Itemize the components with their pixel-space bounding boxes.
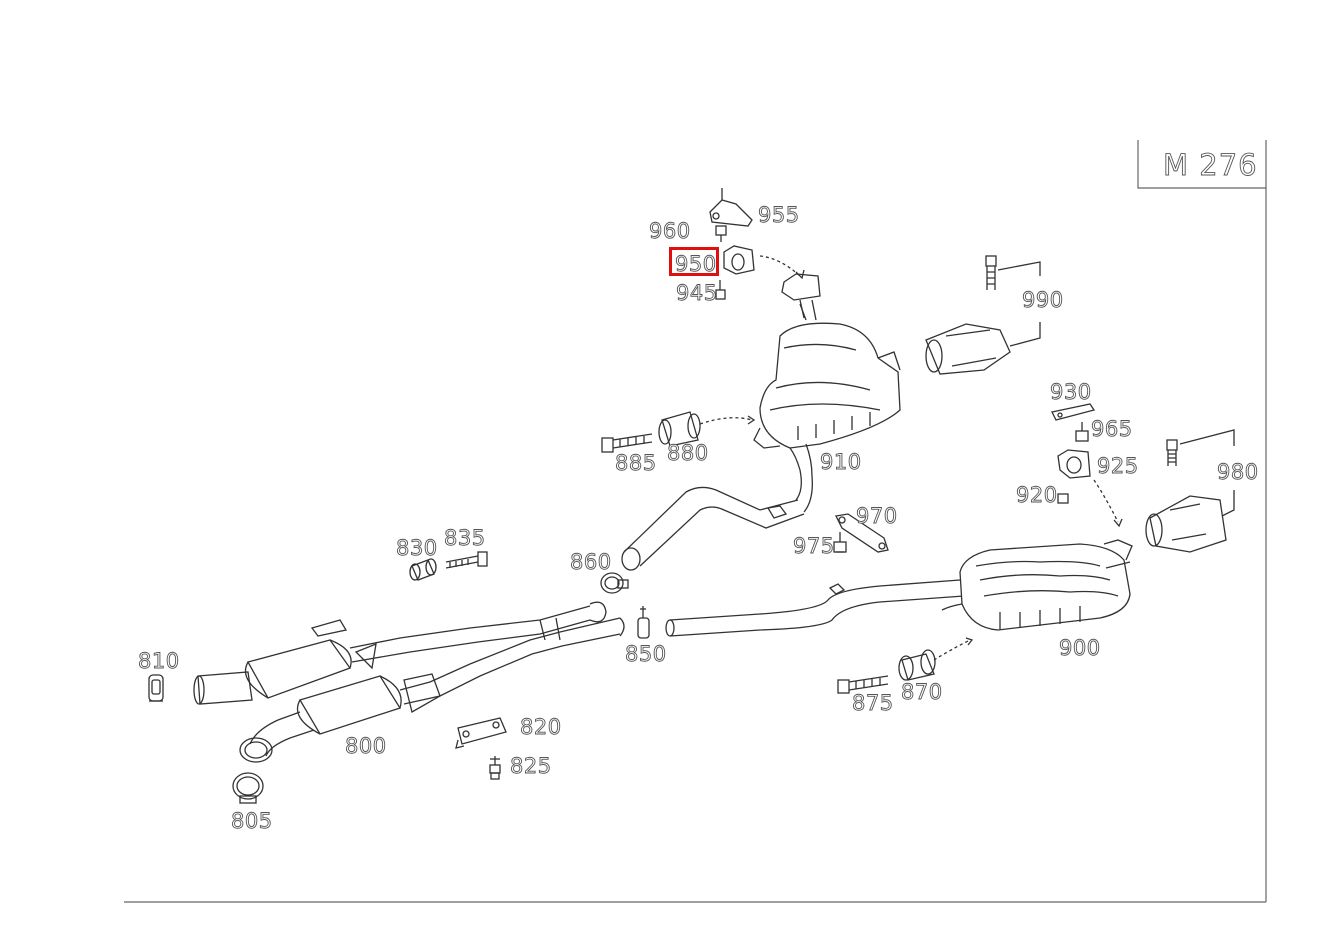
part-label-810[interactable]: 810 — [138, 649, 180, 673]
part-label-820[interactable]: 820 — [520, 715, 562, 739]
hanger-950[interactable] — [723, 245, 821, 319]
bolt-975[interactable] — [833, 532, 847, 553]
bracket-955[interactable] — [709, 188, 753, 227]
part-label-955[interactable]: 955 — [758, 203, 800, 227]
tailpipe-trim-990[interactable] — [925, 255, 1041, 375]
sensor-850[interactable] — [637, 606, 650, 639]
part-label-990[interactable]: 990 — [1022, 288, 1064, 312]
center-pipe[interactable] — [665, 579, 965, 637]
rubber-mount-870[interactable] — [898, 637, 974, 681]
part-label-970[interactable]: 970 — [856, 504, 898, 528]
bracket-930[interactable] — [1051, 403, 1096, 421]
part-label-930[interactable]: 930 — [1050, 380, 1092, 404]
part-label-900[interactable]: 900 — [1059, 636, 1101, 660]
part-label-860[interactable]: 860 — [570, 550, 612, 574]
part-label-960[interactable]: 960 — [649, 219, 691, 243]
bolt-825[interactable] — [489, 756, 501, 780]
part-label-965[interactable]: 965 — [1091, 417, 1133, 441]
engine-code-label: M 276 — [1163, 148, 1258, 183]
bracket-820[interactable] — [455, 717, 507, 749]
part-label-975[interactable]: 975 — [793, 534, 835, 558]
bolt-875[interactable] — [837, 675, 889, 694]
clamp-860[interactable] — [600, 572, 629, 594]
nut-960[interactable] — [715, 225, 727, 242]
bracket-970[interactable] — [835, 513, 889, 553]
front-pipe-assembly-800[interactable] — [193, 601, 625, 763]
part-label-805[interactable]: 805 — [231, 809, 273, 833]
rubber-mount-830[interactable] — [409, 558, 437, 581]
bolt-945[interactable] — [715, 280, 726, 300]
part-label-830[interactable]: 830 — [396, 536, 438, 560]
clamp-805[interactable] — [232, 772, 264, 804]
hanger-925[interactable] — [1057, 449, 1123, 528]
part-label-875[interactable]: 875 — [852, 691, 894, 715]
sensor-810[interactable] — [148, 674, 164, 702]
part-label-950[interactable]: 950 — [675, 252, 717, 276]
rear-muffler-900[interactable] — [941, 539, 1133, 631]
part-label-945[interactable]: 945 — [676, 281, 718, 305]
nut-920[interactable] — [1057, 493, 1069, 504]
part-label-850[interactable]: 850 — [625, 642, 667, 666]
part-label-925[interactable]: 925 — [1097, 454, 1139, 478]
tailpipe-trim-980[interactable] — [1145, 429, 1235, 553]
bolt-885[interactable] — [601, 433, 653, 453]
part-label-835[interactable]: 835 — [444, 526, 486, 550]
part-label-885[interactable]: 885 — [615, 451, 657, 475]
part-label-880[interactable]: 880 — [667, 441, 709, 465]
selected-part-highlight — [669, 247, 719, 276]
part-label-870[interactable]: 870 — [901, 680, 943, 704]
rubber-mount-880[interactable] — [658, 411, 756, 447]
part-label-920[interactable]: 920 — [1016, 483, 1058, 507]
part-label-825[interactable]: 825 — [510, 754, 552, 778]
part-label-910[interactable]: 910 — [820, 450, 862, 474]
bolt-835[interactable] — [445, 551, 488, 569]
nut-965[interactable] — [1075, 422, 1089, 442]
rear-muffler-910[interactable] — [753, 299, 901, 513]
intermediate-pipe[interactable] — [621, 486, 805, 571]
part-label-980[interactable]: 980 — [1217, 460, 1259, 484]
diagram-frame — [124, 140, 1267, 903]
part-label-800[interactable]: 800 — [345, 734, 387, 758]
